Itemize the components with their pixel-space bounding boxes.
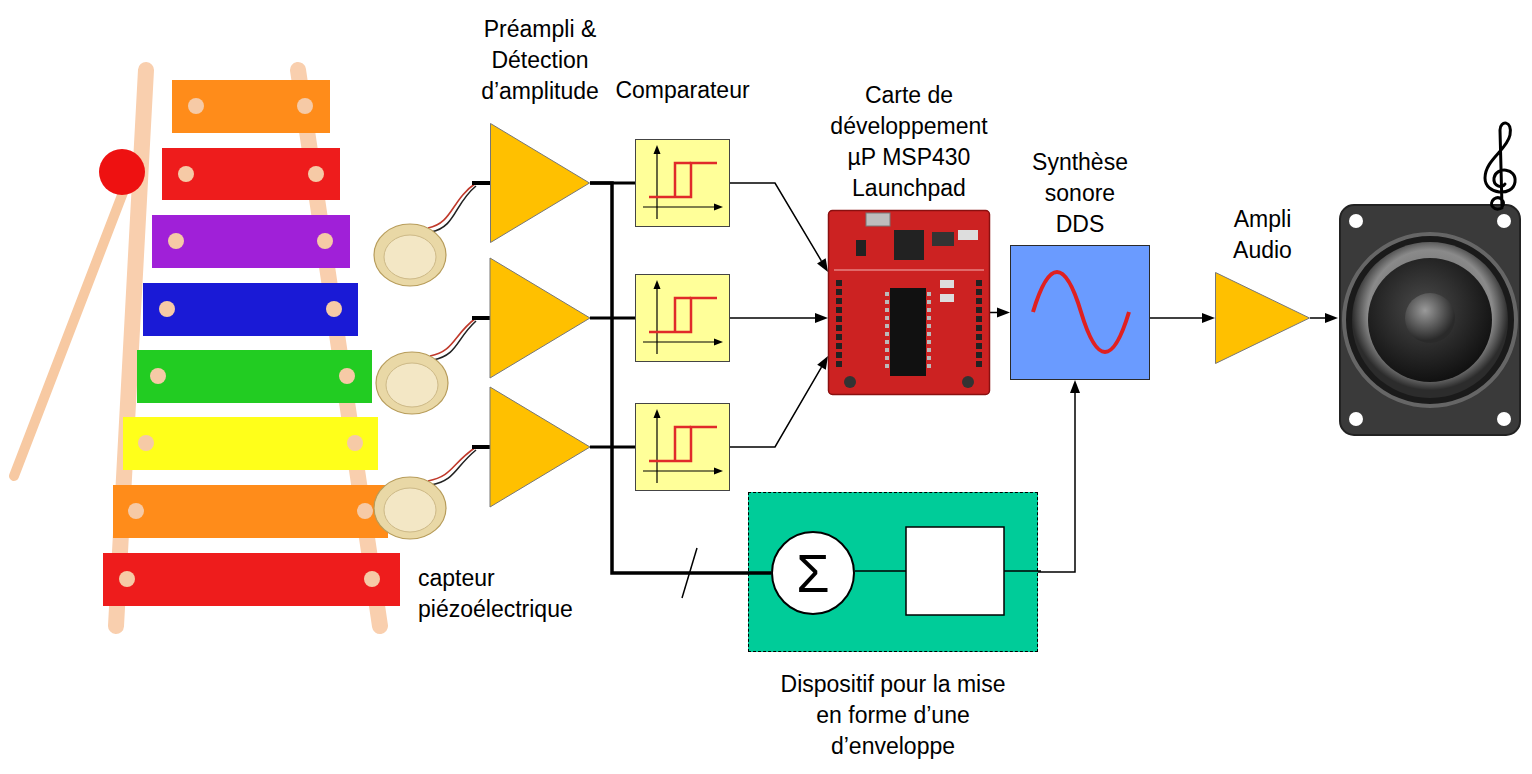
hysteresis-symbol bbox=[636, 140, 731, 228]
preamp-triangle bbox=[490, 387, 590, 507]
arrow-head bbox=[1202, 313, 1215, 323]
microcontroller-board: Carte de développement µP MSP430 Launchp… bbox=[828, 210, 990, 395]
connector-line bbox=[1150, 317, 1202, 319]
node-heading: Ampli Audio bbox=[1220, 204, 1305, 266]
input-wire bbox=[472, 183, 490, 447]
label-holder: capteur piézoélectrique bbox=[418, 563, 588, 625]
pcb-drawing bbox=[828, 210, 990, 395]
preamp-triangle bbox=[490, 258, 590, 378]
amplifier-triangle: Ampli Audio bbox=[1215, 272, 1310, 364]
connector bbox=[990, 308, 1010, 318]
sensor-label: capteur piézoélectrique bbox=[418, 563, 588, 625]
xylophone bbox=[103, 70, 400, 626]
heading-holder: Comparateur bbox=[598, 75, 768, 106]
connector bbox=[590, 183, 771, 573]
sine-wave bbox=[1011, 246, 1151, 381]
amplifier-triangle: Préampli & Détection d’amplitude bbox=[490, 123, 590, 243]
comparator-box: Comparateur bbox=[635, 139, 730, 227]
heading-holder: Ampli Audio bbox=[1220, 204, 1305, 266]
piezo-sensor bbox=[376, 318, 476, 414]
node-heading: Préampli & Détection d’amplitude bbox=[465, 14, 615, 107]
heading-holder: Carte de développement µP MSP430 Launchp… bbox=[819, 80, 999, 204]
loudspeaker bbox=[1340, 205, 1520, 435]
node-heading: Synthèse sonore DDS bbox=[1023, 147, 1138, 240]
connector bbox=[1038, 380, 1080, 572]
summing-circle: Σ bbox=[771, 531, 855, 615]
piezo-sensor bbox=[374, 183, 476, 286]
connector bbox=[730, 183, 828, 272]
heading-holder: Synthèse sonore DDS bbox=[1023, 147, 1138, 240]
comparator-box bbox=[636, 275, 730, 362]
piezo-sensor bbox=[374, 447, 476, 539]
signal-arrow bbox=[730, 313, 828, 447]
heading-holder: Préampli & Détection d’amplitude bbox=[465, 14, 615, 107]
mallet bbox=[14, 149, 145, 476]
signal-arrow bbox=[1310, 313, 1338, 323]
arrow-head bbox=[817, 258, 828, 272]
heading-holder: Dispositif pour la mise en forme d’une d… bbox=[771, 669, 1016, 762]
arrow-head bbox=[1070, 380, 1080, 393]
comparator-box bbox=[636, 404, 730, 491]
triangle-shape bbox=[490, 123, 590, 243]
node-heading: Comparateur bbox=[598, 75, 768, 106]
connector-line bbox=[590, 183, 771, 573]
node-symbol: Σ bbox=[796, 546, 829, 600]
arrow-head bbox=[997, 308, 1010, 318]
treble-clef bbox=[1485, 123, 1515, 209]
node-heading: Carte de développement µP MSP430 Launchp… bbox=[819, 80, 999, 204]
envelope-block: Dispositif pour la mise en forme d’une d… bbox=[748, 492, 1038, 652]
triangle-shape bbox=[1215, 272, 1310, 364]
connector-line bbox=[730, 183, 821, 261]
connector-line bbox=[990, 312, 997, 314]
connector-line bbox=[1038, 393, 1075, 572]
dds-synth-box: Synthèse sonore DDS bbox=[1010, 245, 1150, 380]
connector bbox=[1150, 313, 1215, 323]
envelope-fill bbox=[748, 492, 1038, 652]
node-heading: Dispositif pour la mise en forme d’une d… bbox=[771, 669, 1016, 762]
